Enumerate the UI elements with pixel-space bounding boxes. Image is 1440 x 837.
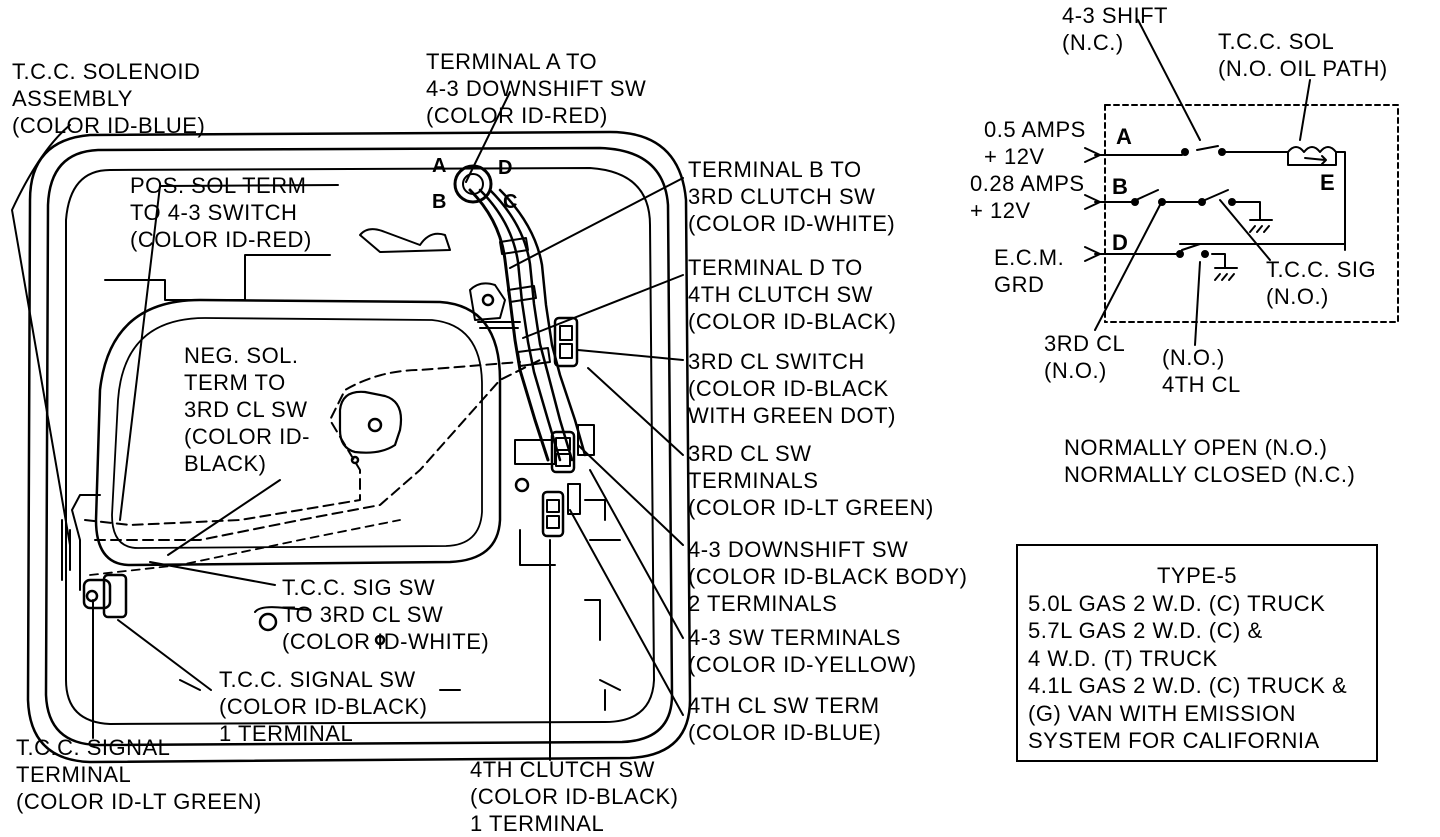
type-box-line: SYSTEM FOR CALIFORNIA xyxy=(1028,728,1320,753)
valve-body-plate xyxy=(65,167,655,725)
label-third-cl: 3RD CL(N.O.) xyxy=(1044,331,1126,383)
center-boss xyxy=(338,390,403,454)
type-box-line: 4.1L GAS 2 W.D. (C) TRUCK & xyxy=(1028,673,1348,698)
label-fourth-cl-sw-term: 4TH CL SW TERM(COLOR ID-BLUE) xyxy=(688,693,882,745)
dashed-wire-3 xyxy=(89,519,401,576)
label-fourth-clutch-sw: 4TH CLUTCH SW(COLOR ID-BLACK)1 TERMINAL xyxy=(470,757,679,836)
connector-letter-c: C xyxy=(503,191,518,213)
label-tcc-signal-sw: T.C.C. SIGNAL SW(COLOR ID-BLACK)1 TERMIN… xyxy=(219,667,428,746)
legend-normally: NORMALLY OPEN (N.O.)NORMALLY CLOSED (N.C… xyxy=(1064,435,1356,487)
tcc-sol-coil xyxy=(1287,146,1337,153)
schematic-terminal-b: B xyxy=(1112,174,1128,199)
type-box-line: 5.7L GAS 2 W.D. (C) & xyxy=(1028,618,1263,643)
third-cl-switch-block xyxy=(553,316,579,368)
connector-letter-b: B xyxy=(432,191,447,213)
connector-letter-a: A xyxy=(432,155,447,177)
type-box-line: (G) VAN WITH EMISSION xyxy=(1028,700,1296,726)
schematic-terminal-d: D xyxy=(1112,230,1128,255)
schematic-drawing xyxy=(1084,19,1399,346)
harness-connector xyxy=(453,164,493,204)
type-box: TYPE-5 5.0L GAS 2 W.D. (C) TRUCK 5.7L GA… xyxy=(1016,544,1378,762)
fourth-clutch-sw-block xyxy=(541,490,565,538)
pan-second-outline xyxy=(44,146,674,747)
label-downshift-sw: 4-3 DOWNSHIFT SW(COLOR ID-BLACK BODY)2 T… xyxy=(688,537,968,616)
leader-lines xyxy=(11,91,684,761)
type-box-line: 4 W.D. (T) TRUCK xyxy=(1028,645,1218,671)
label-amps-028: 0.28 AMPS+ 12V xyxy=(970,171,1085,223)
label-fourth-cl: (N.O.)4TH CL xyxy=(1162,345,1241,397)
dashed-wire-1 xyxy=(84,361,521,526)
label-tcc-sol: T.C.C. SOL(N.O. OIL PATH) xyxy=(1218,29,1388,81)
schematic-frame xyxy=(1104,104,1399,323)
label-43-sw-terminals: 4-3 SW TERMINALS(COLOR ID-YELLOW) xyxy=(688,625,917,677)
pan-outer-outline xyxy=(26,130,692,764)
schematic-terminal-a: A xyxy=(1116,124,1132,149)
connector-letter-d: D xyxy=(498,157,513,179)
label-shift-43: 4-3 SHIFT(N.C.) xyxy=(1062,3,1168,55)
label-tcc-sig: T.C.C. SIG(N.O.) xyxy=(1266,257,1377,309)
schematic-terminal-e: E xyxy=(1320,170,1335,195)
label-amps-05: 0.5 AMPS+ 12V xyxy=(984,117,1086,169)
label-ecm: E.C.M.GRD xyxy=(994,245,1065,297)
type-box-line: 5.0L GAS 2 W.D. (C) TRUCK xyxy=(1028,590,1326,616)
dashed-wire-2 xyxy=(94,359,541,541)
type-box-title: TYPE-5 xyxy=(1156,563,1238,588)
